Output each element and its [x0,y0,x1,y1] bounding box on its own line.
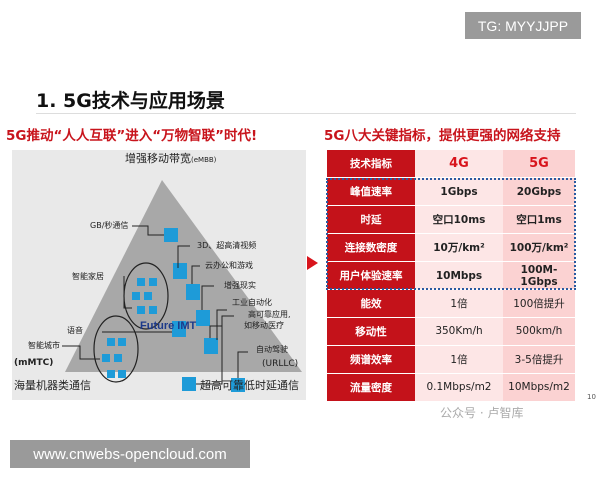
app-label: 增强现实 [224,281,256,290]
mmtc-title: 海量机器类通信 [14,379,91,392]
tg-watermark: TG: MYYJJPP [465,12,581,39]
urllc-title: 超高可靠低时延通信 [200,379,299,392]
app-label: GB/秒通信 [90,221,129,230]
app-label: 云办公和游戏 [205,261,253,270]
site-watermark: www.cnwebs-opencloud.com [10,440,250,468]
app-label: 如移动医疗 [244,321,284,330]
app-label: 智能城市 [28,341,60,350]
urllc-label: (URLLC) [262,359,299,369]
app-label: 工业自动化 [232,298,272,307]
arrow-right-icon [307,256,318,270]
right-heading: 5G八大关键指标，提供更强的网络支持 [324,128,561,144]
mmtc-label: (mMTC) [14,358,54,368]
future-imt-label: Future IMT [140,320,197,332]
app-label: 3D、超高清视频 [197,241,257,250]
app-icons [102,228,245,392]
app-label: 智能家居 [72,272,104,281]
wechat-watermark: 公众号 · 卢智库 [440,406,524,420]
title-divider [36,113,576,114]
app-label: 语音 [67,326,83,335]
triangle-graphic [62,180,302,392]
page-number: 10 [587,393,596,401]
app-label: 高可靠应用, [248,310,291,319]
embb-label: 增强移动带宽(eMBB) [125,152,217,165]
usage-scenario-diagram: 增强移动带宽(eMBB) GB/秒通信 3D、超高清视频 云办公和游戏 智能家居… [12,150,306,400]
highlight-box [326,178,576,290]
app-label: 自动驾驶 [256,345,288,354]
slide-title: 1. 5G技术与应用场景 [36,90,225,112]
left-heading: 5G推动“人人互联”进入“万物智联”时代! [6,128,258,144]
